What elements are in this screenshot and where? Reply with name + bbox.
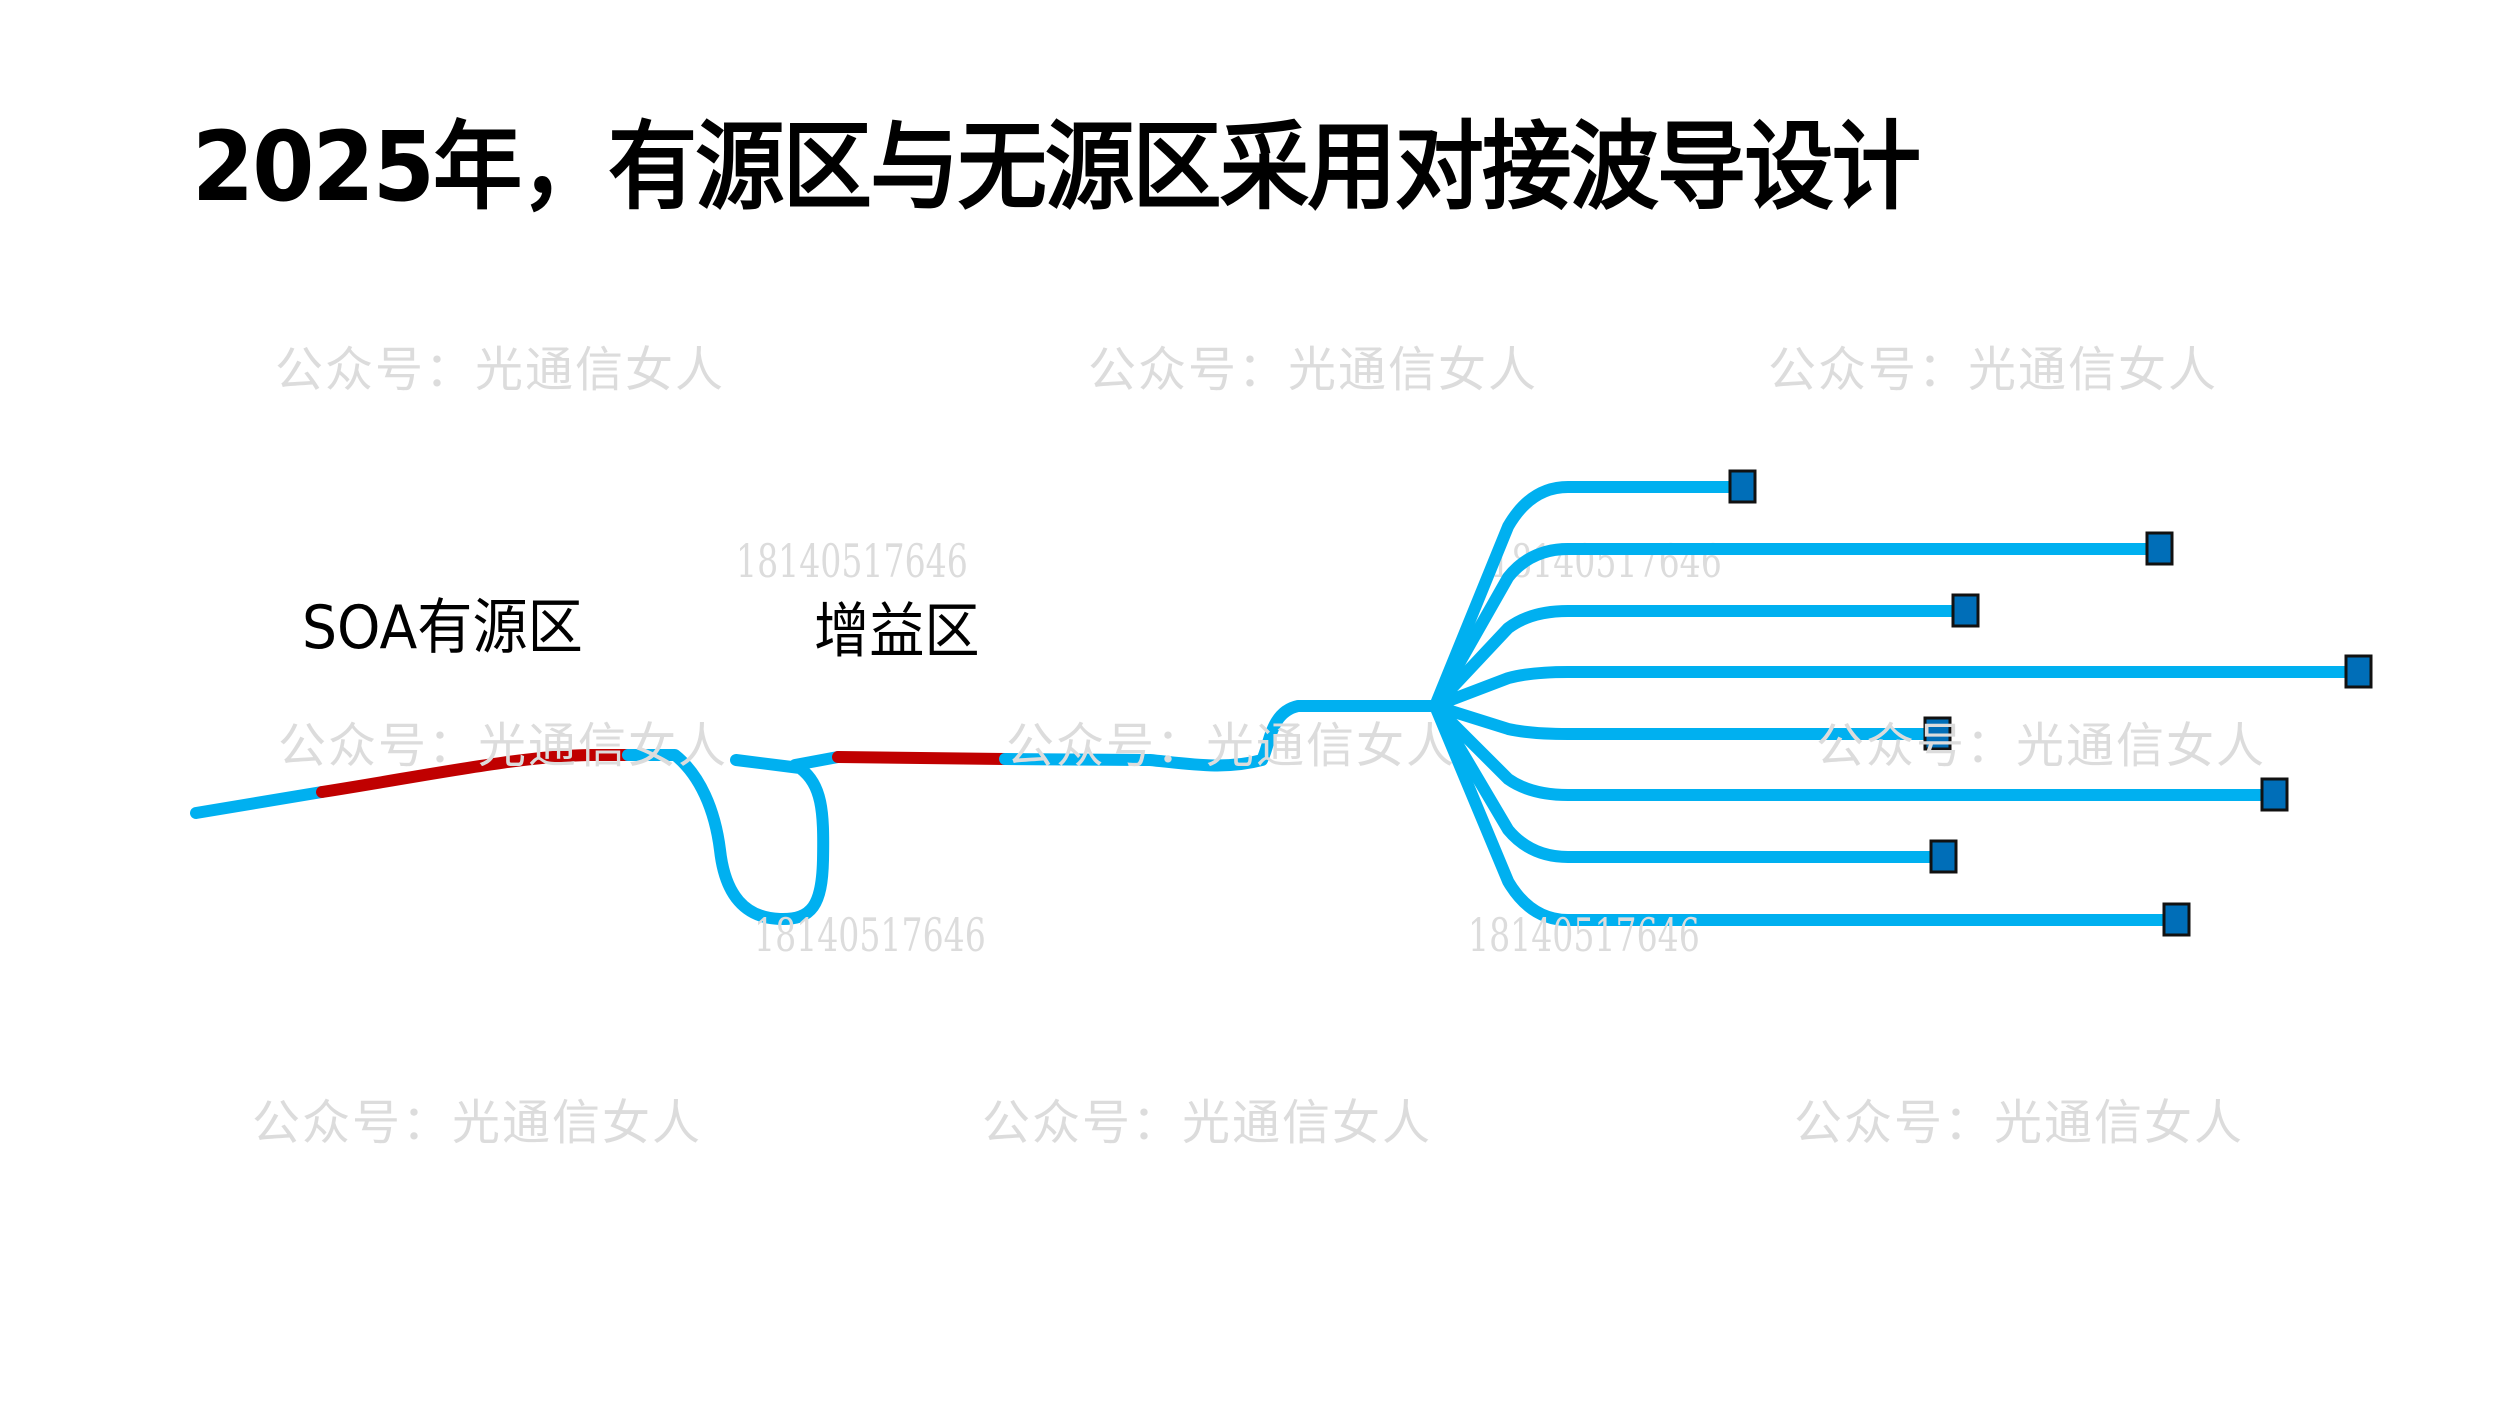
waveguide-input-passive [190,786,328,819]
output-port-2 [2145,531,2174,566]
label-soa-active-region: SOA有源区 [302,593,583,663]
waveguide-loop-join [789,751,844,771]
waveguide-gain-active [832,751,1011,765]
waveguide-soa-active [316,749,634,798]
output-port-6 [2260,777,2289,812]
output-port-3 [1951,593,1980,628]
splitter-branch-6 [1429,700,2268,801]
splitter-branch-3 [1429,605,1959,712]
waveguide-s-bend-passive [999,700,1441,772]
splitter-branch-8 [1429,700,2170,926]
output-port-4 [2344,654,2373,689]
output-port-8 [2162,902,2191,937]
splitter-branch-4 [1429,666,2352,712]
waveguide-loop-passive [622,749,830,926]
splitter-branch-7 [1429,700,1937,863]
splitter-branch-1 [1429,481,1736,712]
output-port-1 [1728,469,1757,504]
label-gain-region: 增益区 [814,597,980,667]
output-port-7 [1929,839,1958,874]
output-port-5 [1923,716,1952,751]
splitter-branch-2 [1429,543,2153,712]
splitter-branch-5 [1429,700,1931,740]
slide-title: 2025年，有源区与无源区采用对接波导设计 [192,111,1921,223]
